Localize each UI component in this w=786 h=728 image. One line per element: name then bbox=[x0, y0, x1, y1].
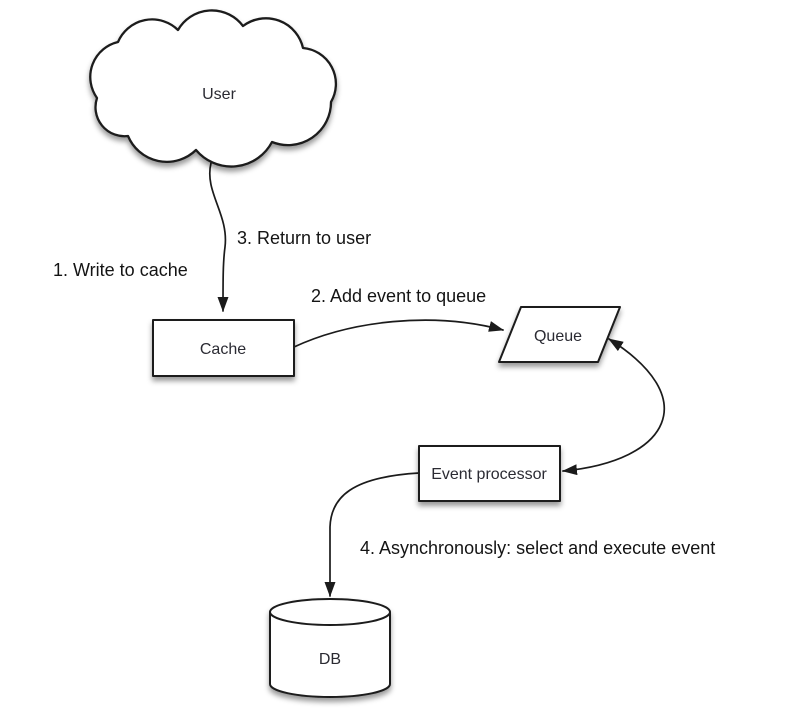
event-processor-rect bbox=[418, 445, 561, 502]
event-processor-label: Event processor bbox=[431, 466, 547, 483]
node-event-processor: Event processor bbox=[418, 445, 561, 502]
edge-label-return-to-user: 3. Return to user bbox=[237, 228, 371, 248]
db-label: DB bbox=[319, 651, 341, 668]
db-cylinder-top bbox=[269, 598, 391, 626]
edge-label-write-to-cache: 1. Write to cache bbox=[53, 260, 188, 280]
arrow-user-to-cache bbox=[208, 162, 229, 312]
db-cylinder-body bbox=[269, 611, 391, 698]
cache-label: Cache bbox=[200, 341, 246, 358]
arrow-queue-event-processor bbox=[562, 338, 666, 476]
node-cache: Cache bbox=[152, 319, 295, 377]
queue-label: Queue bbox=[534, 328, 582, 345]
node-db: DB bbox=[269, 598, 391, 698]
arrow-event-processor-to-db bbox=[324, 472, 420, 597]
edge-label-async-execute: 4. Asynchronously: select and execute ev… bbox=[360, 538, 715, 558]
queue-parallelogram bbox=[498, 306, 621, 363]
user-label: User bbox=[202, 86, 236, 103]
cache-rect bbox=[152, 319, 295, 377]
node-user: User bbox=[89, 9, 338, 168]
arrow-cache-to-queue bbox=[293, 319, 504, 348]
edge-label-add-event-to-queue: 2. Add event to queue bbox=[311, 286, 486, 306]
user-cloud-shape bbox=[89, 9, 338, 168]
node-queue: Queue bbox=[498, 306, 621, 363]
